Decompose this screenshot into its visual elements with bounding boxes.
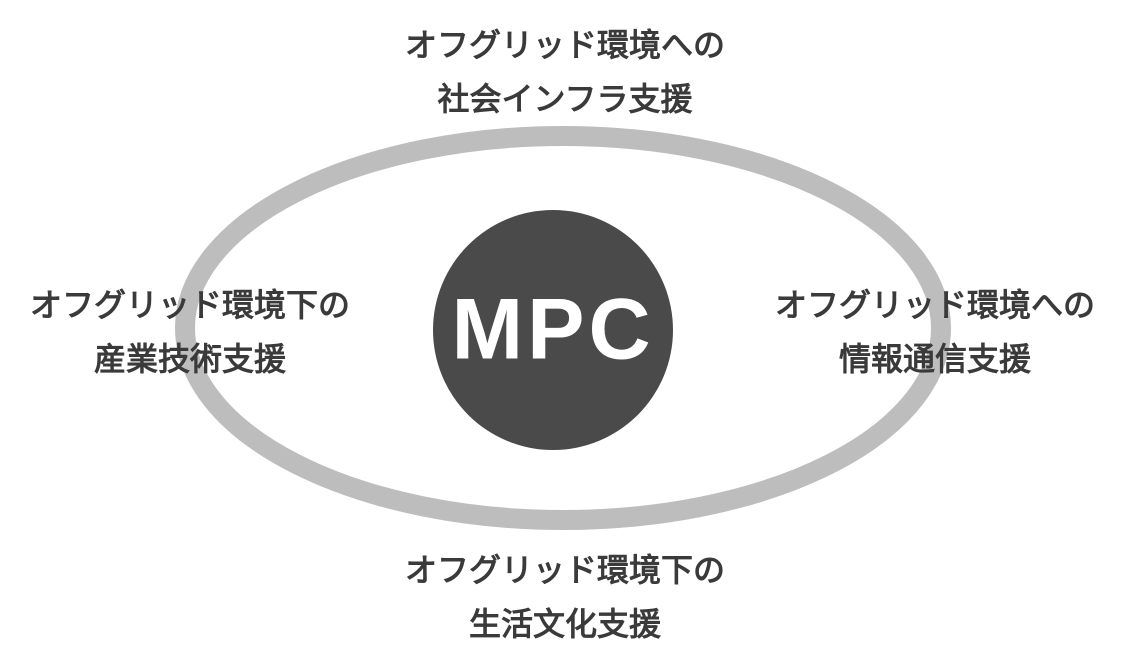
label-bottom: オフグリッド環境下の 生活文化支援 (405, 543, 725, 651)
label-right-line2: 情報通信支援 (838, 340, 1032, 378)
label-left-line1: オフグリッド環境下の (29, 286, 351, 324)
label-right: オフグリッド環境への 情報通信支援 (775, 278, 1095, 386)
label-left-line2: 産業技術支援 (93, 340, 287, 378)
label-top-line1: オフグリッド環境への (404, 26, 726, 64)
mpc-label: MPC (451, 281, 655, 378)
outer-ring (175, 126, 951, 530)
label-top: オフグリッド環境への 社会インフラ支援 (405, 18, 725, 126)
mpc-circle (433, 210, 673, 450)
label-bottom-line1: オフグリッド環境下の (404, 551, 726, 589)
label-bottom-line2: 生活文化支援 (468, 605, 662, 643)
label-left: オフグリッド環境下の 産業技術支援 (30, 278, 350, 386)
label-top-line2: 社会インフラ支援 (437, 80, 693, 118)
label-right-line1: オフグリッド環境への (774, 286, 1096, 324)
